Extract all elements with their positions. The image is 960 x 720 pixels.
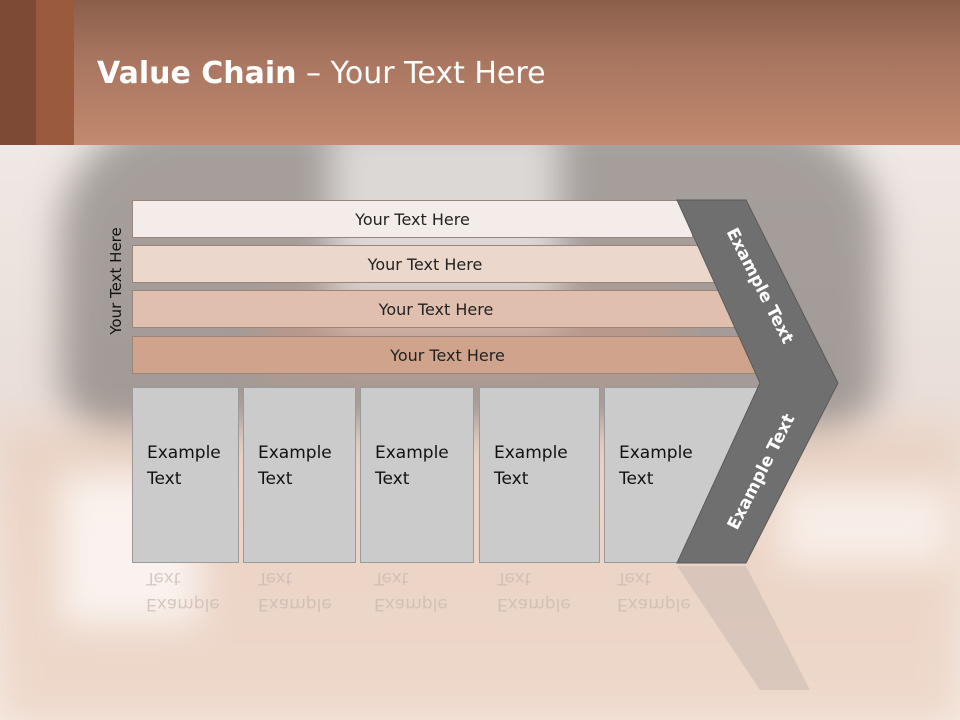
chain-row-1[interactable]: Your Text Here [132, 200, 693, 238]
reflection-5: Example Text [617, 568, 691, 614]
chain-column-3-label: Example Text [375, 443, 449, 489]
chain-column-1-label: Example Text [147, 443, 221, 489]
chain-row-2[interactable]: Your Text Here [132, 245, 718, 283]
chain-row-1-label: Your Text Here [355, 209, 470, 229]
chain-column-2-label: Example Text [258, 443, 332, 489]
chevron-shape [676, 199, 839, 564]
chain-column-5-label: Example Text [619, 443, 693, 489]
title-rest: – Your Text Here [296, 56, 546, 91]
chain-row-2-label: Your Text Here [367, 254, 483, 274]
chain-column-3[interactable]: Example Text [360, 387, 474, 563]
reflection-4: Example Text [497, 568, 571, 614]
header-accent-dark [0, 0, 36, 145]
chain-column-4-label: Example Text [494, 443, 568, 489]
chain-column-2[interactable]: Example Text [243, 387, 356, 563]
chain-row-3[interactable]: Your Text Here [132, 290, 740, 328]
chain-row-4[interactable]: Your Text Here [132, 336, 763, 374]
reflection-1: Example Text [146, 568, 220, 614]
reflection-2: Example Text [258, 568, 332, 614]
chevron-reflection [677, 566, 810, 690]
chain-column-1[interactable]: Example Text [132, 387, 239, 563]
reflection-3: Example Text [374, 568, 448, 614]
chain-row-4-label: Your Text Here [390, 345, 505, 365]
chain-column-4[interactable]: Example Text [479, 387, 600, 563]
slide-header: Value Chain – Your Text Here [0, 0, 960, 145]
chain-row-3-label: Your Text Here [378, 299, 494, 319]
title-bold: Value Chain [97, 56, 297, 91]
slide-title: Value Chain – Your Text Here [97, 52, 546, 96]
header-accent-light [36, 0, 74, 145]
